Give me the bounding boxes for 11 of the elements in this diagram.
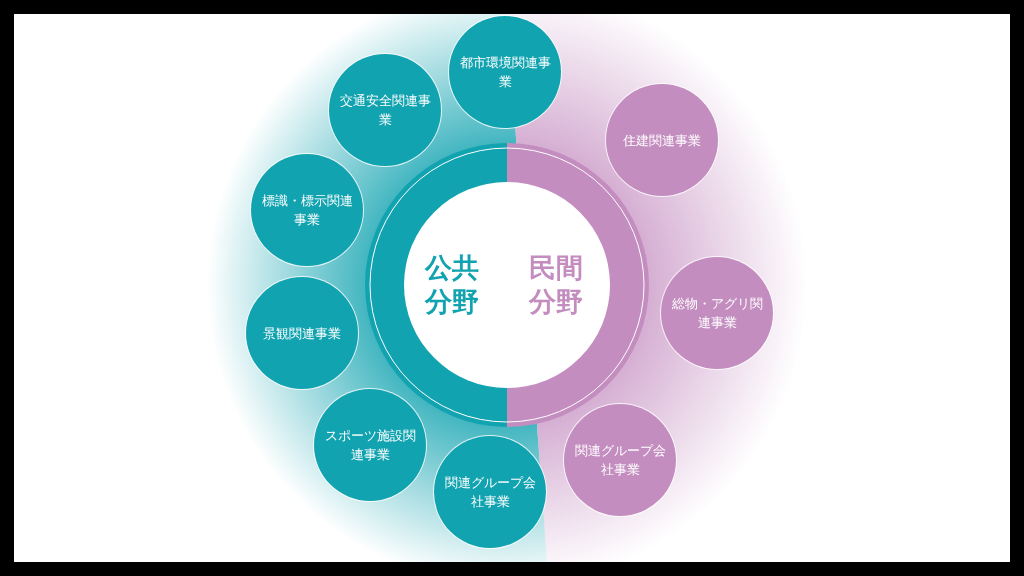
business-label: 標識・標示関連事業 xyxy=(260,192,354,229)
sector-label: 公共分野 xyxy=(425,251,480,319)
business-label: スポーツ施設関連事業 xyxy=(323,427,417,464)
business-label: 総物・アグリ関連事業 xyxy=(670,295,764,332)
business-label: 交通安全関連事業 xyxy=(338,92,432,129)
business-label: 都市環境関連事業 xyxy=(458,54,552,91)
sector-label: 民間分野 xyxy=(529,251,584,319)
business-label: 景観関連事業 xyxy=(262,324,342,343)
business-label: 住建関連事業 xyxy=(622,131,702,150)
business-label: 関連グループ会社事業 xyxy=(573,442,667,479)
business-label: 関連グループ会社事業 xyxy=(443,474,537,511)
